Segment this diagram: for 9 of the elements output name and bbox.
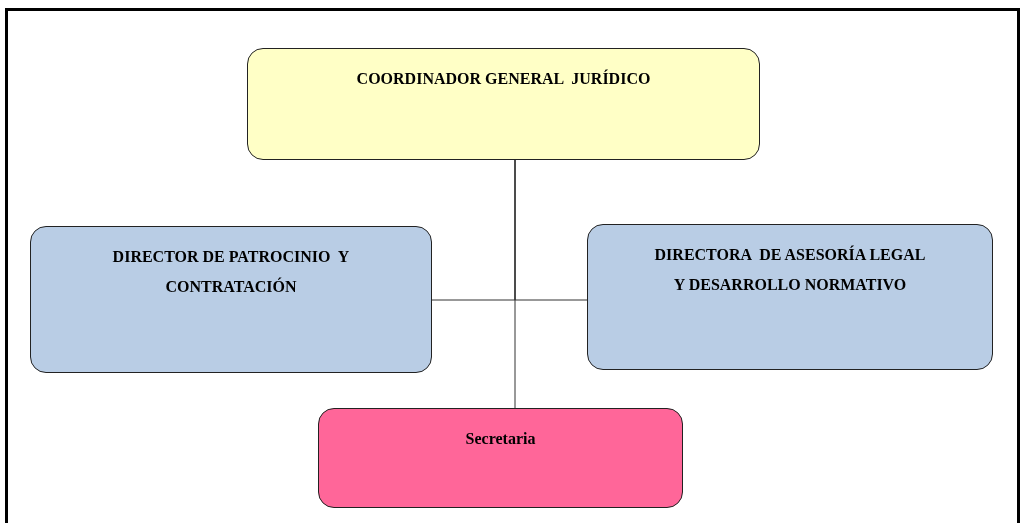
node-label: COORDINADOR GENERAL JURÍDICO	[356, 68, 651, 89]
connector-line	[514, 159, 516, 409]
director-box	[587, 224, 993, 370]
secretary-box	[318, 408, 683, 508]
director-box	[30, 226, 432, 373]
node-label: Secretaria	[465, 429, 536, 449]
node-label: DIRECTOR DE PATROCINIO Y CONTRATACIÓN	[111, 247, 351, 297]
coordinator-box	[247, 48, 760, 160]
node-label: DIRECTORA DE ASESORÍA LEGAL Y DESARROLLO NORMATIVO	[653, 244, 927, 295]
